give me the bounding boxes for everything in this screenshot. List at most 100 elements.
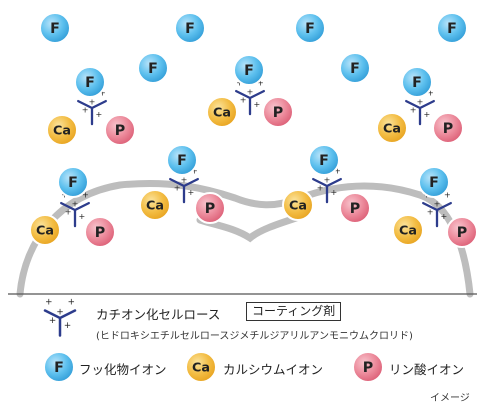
free-fluoride-ion-3: F bbox=[294, 12, 326, 44]
svg-text:+: + bbox=[45, 297, 52, 307]
svg-text:F: F bbox=[319, 153, 329, 169]
phosphate-legend-label: リン酸イオン bbox=[389, 362, 465, 377]
cluster-6-phosphate-ion: P bbox=[84, 216, 116, 248]
svg-text:F: F bbox=[185, 21, 195, 37]
free-fluoride-ion-4: F bbox=[436, 12, 468, 44]
svg-text:+: + bbox=[334, 166, 341, 175]
cluster-4-calcium-ion: Ca bbox=[139, 189, 171, 221]
svg-text:+: + bbox=[188, 188, 195, 197]
svg-text:F: F bbox=[148, 61, 158, 77]
svg-text:+: + bbox=[240, 96, 247, 105]
svg-text:F: F bbox=[50, 21, 60, 37]
svg-text:+: + bbox=[64, 321, 71, 331]
phosphate-legend-icon: P bbox=[352, 351, 384, 383]
svg-text:+: + bbox=[82, 190, 89, 199]
svg-text:+: + bbox=[441, 212, 448, 221]
cluster-3-fluoride-ion: F bbox=[401, 66, 433, 98]
cluster-4-phosphate-ion: P bbox=[194, 192, 226, 224]
svg-text:+: + bbox=[65, 208, 72, 217]
image-note: イメージ bbox=[430, 393, 470, 404]
fluoride-legend-icon: F bbox=[43, 351, 75, 383]
svg-text:+: + bbox=[417, 98, 424, 107]
svg-text:P: P bbox=[95, 225, 105, 241]
svg-text:F: F bbox=[429, 175, 439, 191]
tooth-surface-outline bbox=[16, 179, 474, 298]
svg-text:+: + bbox=[410, 106, 417, 115]
ion-layer: FFFFFF+++++FCaP+++++FCaP+++++FCaP+++++FC… bbox=[29, 12, 477, 248]
svg-text:F: F bbox=[350, 61, 360, 77]
cluster-1-phosphate-ion: P bbox=[104, 114, 136, 146]
svg-text:+: + bbox=[424, 110, 431, 119]
svg-text:+: + bbox=[191, 166, 198, 175]
svg-text:F: F bbox=[244, 63, 254, 79]
svg-text:+: + bbox=[99, 88, 106, 97]
svg-text:+: + bbox=[317, 184, 324, 193]
svg-text:+: + bbox=[82, 106, 89, 115]
svg-text:+: + bbox=[434, 200, 441, 209]
svg-text:F: F bbox=[305, 21, 315, 37]
svg-text:Ca: Ca bbox=[383, 122, 401, 137]
coating-legend-icon: +++++ bbox=[43, 297, 77, 337]
svg-text:+: + bbox=[174, 184, 181, 193]
svg-text:F: F bbox=[412, 75, 422, 91]
svg-text:+: + bbox=[257, 78, 264, 87]
svg-text:P: P bbox=[205, 201, 215, 217]
svg-text:Ca: Ca bbox=[146, 199, 164, 214]
coating-agent-badge: コーティング剤 bbox=[246, 302, 342, 321]
svg-text:+: + bbox=[72, 200, 79, 209]
svg-text:+: + bbox=[427, 208, 434, 217]
free-fluoride-ion-1: F bbox=[39, 12, 71, 44]
svg-text:F: F bbox=[177, 153, 187, 169]
svg-text:+: + bbox=[181, 176, 188, 185]
svg-text:+: + bbox=[254, 100, 261, 109]
svg-text:Ca: Ca bbox=[36, 224, 54, 239]
svg-text:+: + bbox=[96, 110, 103, 119]
cluster-5-phosphate-ion: P bbox=[339, 192, 371, 224]
cluster-6-fluoride-ion: F bbox=[57, 166, 89, 198]
svg-text:Ca: Ca bbox=[192, 361, 210, 376]
cluster-4-fluoride-ion: F bbox=[166, 144, 198, 176]
cluster-7-fluoride-ion: F bbox=[418, 166, 450, 198]
cluster-3-phosphate-ion: P bbox=[432, 112, 464, 144]
cationic-cellulose-6: +++++ bbox=[60, 190, 90, 228]
svg-text:P: P bbox=[115, 123, 125, 139]
svg-text:Ca: Ca bbox=[289, 199, 307, 214]
svg-text:P: P bbox=[443, 121, 453, 137]
coating-agent-label: カチオン化セルロース bbox=[96, 307, 221, 322]
cluster-1-fluoride-ion: F bbox=[74, 66, 106, 98]
cluster-7-phosphate-ion: P bbox=[446, 216, 477, 248]
cluster-2-phosphate-ion: P bbox=[262, 96, 294, 128]
svg-text:+: + bbox=[68, 297, 75, 307]
free-fluoride-ion-2: F bbox=[174, 12, 206, 44]
svg-text:Ca: Ca bbox=[213, 106, 231, 121]
svg-text:P: P bbox=[273, 105, 283, 121]
cluster-1-calcium-ion: Ca bbox=[46, 114, 78, 146]
cluster-5-fluoride-ion: F bbox=[308, 144, 340, 176]
svg-text:F: F bbox=[68, 175, 78, 191]
svg-text:+: + bbox=[79, 212, 86, 221]
svg-text:+: + bbox=[247, 88, 254, 97]
cluster-5-calcium-ion: Ca bbox=[282, 189, 314, 221]
cluster-6-calcium-ion: Ca bbox=[29, 214, 61, 246]
fluoride-legend-label: フッ化物イオン bbox=[79, 362, 167, 377]
svg-text:+: + bbox=[56, 307, 63, 317]
coating-chemical-name: (ヒドロキシエチルセルロースジメチルジアリルアンモニウムクロリド) bbox=[96, 331, 413, 342]
svg-text:+: + bbox=[331, 188, 338, 197]
cluster-7-calcium-ion: Ca bbox=[392, 214, 424, 246]
svg-text:+: + bbox=[89, 98, 96, 107]
svg-text:+: + bbox=[49, 316, 56, 326]
free-fluoride-ion-6: F bbox=[339, 52, 371, 84]
free-fluoride-ion-5: F bbox=[137, 52, 169, 84]
cluster-2-calcium-ion: Ca bbox=[206, 96, 238, 128]
svg-text:P: P bbox=[363, 360, 373, 376]
svg-text:Ca: Ca bbox=[53, 124, 71, 139]
svg-text:+: + bbox=[324, 176, 331, 185]
svg-text:Ca: Ca bbox=[399, 224, 417, 239]
calcium-legend-icon: Ca bbox=[185, 351, 217, 383]
svg-text:P: P bbox=[350, 201, 360, 217]
svg-text:+: + bbox=[427, 88, 434, 97]
calcium-legend-label: カルシウムイオン bbox=[223, 362, 324, 377]
svg-text:F: F bbox=[85, 75, 95, 91]
